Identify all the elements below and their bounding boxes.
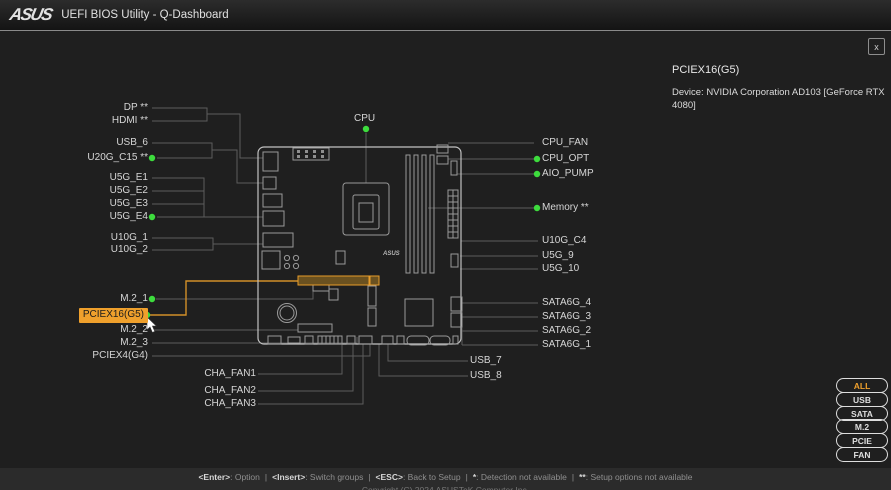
mouse-cursor: [146, 316, 158, 333]
connector-label-m2-3[interactable]: M.2_3: [120, 337, 148, 348]
board-components: [261, 144, 463, 346]
connector-label-sata6g-4[interactable]: SATA6G_4: [542, 297, 592, 308]
atx-connector: [447, 189, 459, 239]
connector-label-pciex16-selected[interactable]: PCIEX16(G5): [78, 308, 148, 323]
hint-key: *: [472, 472, 477, 482]
connector-label-sata6g-1[interactable]: SATA6G_1: [542, 339, 592, 350]
connector-label-pciex4[interactable]: PCIEX4(G4): [92, 350, 148, 361]
filter-button-pcie[interactable]: PCIE: [836, 433, 888, 448]
sata-connectors: [450, 296, 463, 328]
connector-label-u5g-e4[interactable]: U5G_E4: [109, 211, 148, 222]
connector-label-u5g-10[interactable]: U5G_10: [542, 263, 580, 274]
connector-label-aio-pump[interactable]: AIO_PUMP: [542, 168, 594, 179]
hint-key: <ESC>: [375, 472, 403, 482]
pciex16-slot-highlight: [297, 275, 380, 286]
filter-button-sata[interactable]: SATA: [836, 406, 888, 421]
hint-desc: : Switch groups: [305, 472, 364, 482]
bottom-connectors: [267, 335, 459, 346]
connector-label-u5g-e2[interactable]: U5G_E2: [109, 185, 148, 196]
filter-button-m2[interactable]: M.2: [836, 419, 888, 434]
selected-trace: [143, 280, 298, 316]
connector-label-usb6[interactable]: USB_6: [116, 137, 148, 148]
footer-hint-bar: <Enter>: Option | <Insert>: Switch group…: [0, 468, 891, 490]
rear-io-ports: [261, 151, 300, 270]
hint-key: <Enter>: [198, 472, 231, 482]
connector-label-u20g-c15[interactable]: U20G_C15 **: [87, 152, 148, 163]
close-icon: x: [874, 41, 879, 52]
detection-dots: [143, 125, 541, 319]
board-logo-text: ASUS: [382, 251, 400, 257]
dimm-slots: [405, 154, 435, 274]
connector-label-cpu-fan[interactable]: CPU_FAN: [542, 137, 589, 148]
copyright-text: Copyright (C) 2024 ASUSTeK Computer Inc.: [361, 485, 530, 490]
cmos-battery: [277, 303, 297, 323]
connector-label-u10g-c4[interactable]: U10G_C4: [542, 235, 587, 246]
connector-label-dp[interactable]: DP **: [123, 102, 148, 113]
hint-desc: : Setup options not available: [585, 472, 693, 482]
filter-button-usb[interactable]: USB: [836, 392, 888, 407]
board-outline: [257, 146, 462, 345]
connector-label-hdmi[interactable]: HDMI **: [111, 115, 148, 126]
hint-key: <Insert>: [272, 472, 306, 482]
connector-label-u5g-e3[interactable]: U5G_E3: [109, 198, 148, 209]
connector-lines: [152, 107, 538, 405]
hint-key: **: [579, 472, 586, 482]
info-panel-title: PCIEX16(G5): [672, 64, 740, 76]
connector-label-usb-7[interactable]: USB_7: [470, 355, 502, 366]
connector-label-m2-1[interactable]: M.2_1: [120, 293, 148, 304]
connector-label-u10g-1[interactable]: U10G_1: [110, 232, 148, 243]
connector-label-cpu-opt[interactable]: CPU_OPT: [542, 153, 590, 164]
hint-desc: : Back to Setup: [402, 472, 461, 482]
connector-label-cha-fan3[interactable]: CHA_FAN3: [204, 398, 256, 409]
connector-label-sata6g-2[interactable]: SATA6G_2: [542, 325, 592, 336]
filter-button-all[interactable]: ALL: [836, 378, 888, 393]
connector-label-usb-8[interactable]: USB_8: [470, 370, 502, 381]
connector-label-cha-fan2[interactable]: CHA_FAN2: [204, 385, 256, 396]
connector-label-sata6g-3[interactable]: SATA6G_3: [542, 311, 592, 322]
connector-label-u5g-e1[interactable]: U5G_E1: [109, 172, 148, 183]
connector-label-memory[interactable]: Memory **: [542, 202, 589, 213]
connector-label-m2-2[interactable]: M.2_2: [120, 324, 148, 335]
page-title: UEFI BIOS Utility - Q-Dashboard: [61, 9, 229, 21]
hint-desc: : Detection not available: [476, 472, 567, 482]
close-button[interactable]: x: [868, 38, 885, 55]
info-panel-device: Device: NVIDIA Corporation AD103 [GeForc…: [672, 87, 885, 111]
title-bar: ASUS UEFI BIOS Utility - Q-Dashboard: [0, 0, 891, 31]
connector-label-cpu[interactable]: CPU: [354, 113, 376, 124]
cpu-socket: [342, 182, 390, 236]
connector-label-cha-fan1[interactable]: CHA_FAN1: [204, 368, 256, 379]
filter-button-fan[interactable]: FAN: [836, 447, 888, 462]
hint-desc: : Option: [230, 472, 260, 482]
connector-label-u5g-9[interactable]: U5G_9: [542, 250, 574, 261]
connector-label-u10g-2[interactable]: U10G_2: [110, 244, 148, 255]
